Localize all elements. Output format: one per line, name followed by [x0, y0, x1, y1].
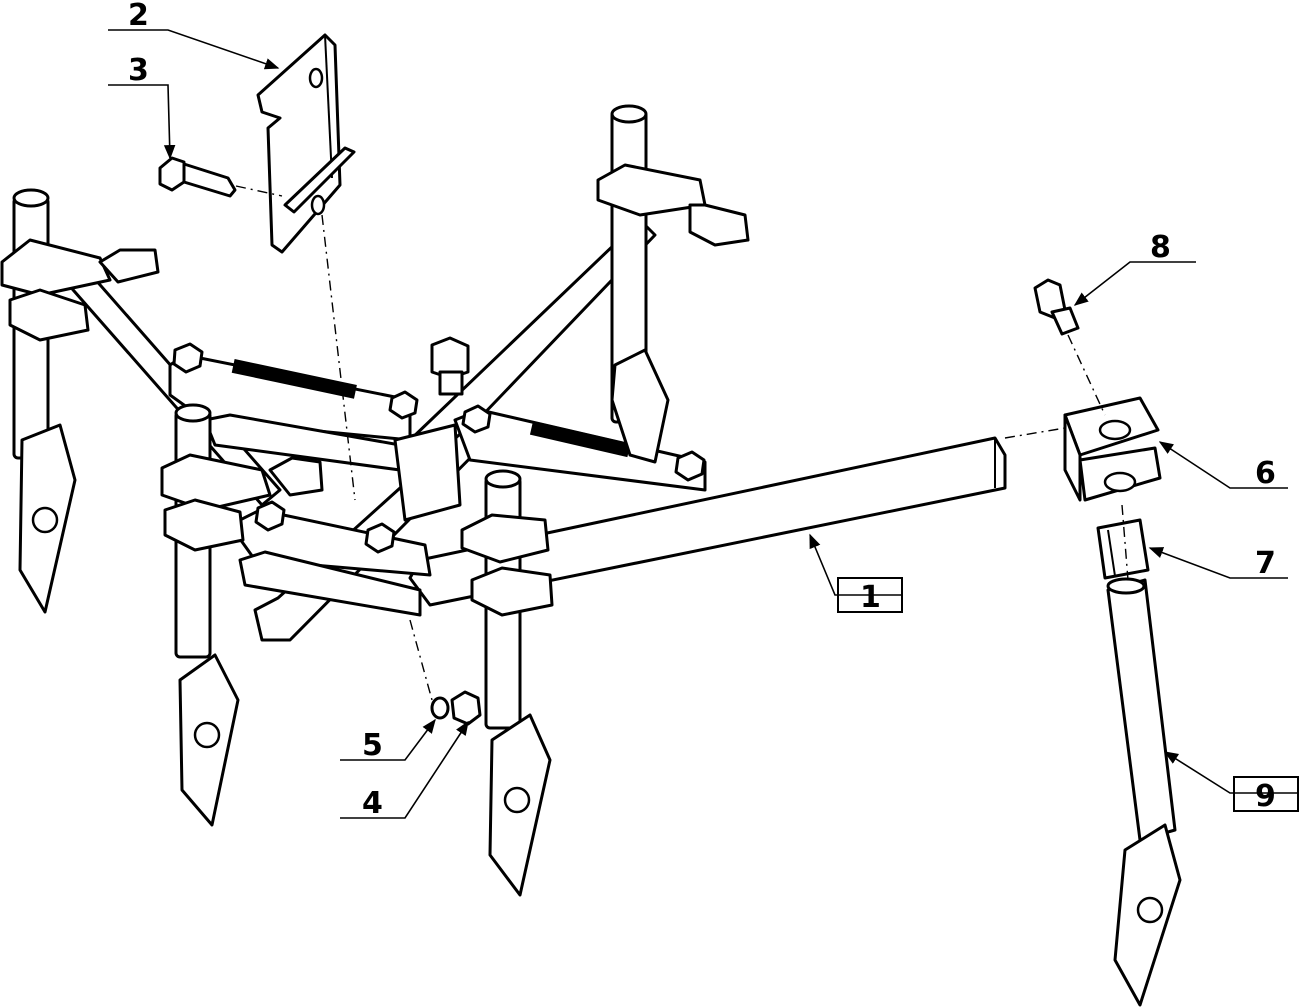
callout-1-box: [837, 577, 903, 613]
callout-7: 7: [1255, 546, 1276, 581]
tine-back-left: [0, 188, 160, 614]
leader-lines: [108, 29, 1298, 819]
frame-nuts: [172, 336, 706, 554]
part-3-bolt: [158, 156, 237, 198]
part-9-tine: [1106, 577, 1182, 1007]
part-7-bushing: [1096, 518, 1150, 580]
part-4-5-nut-washer: [430, 690, 482, 726]
tine-front-center: [460, 469, 554, 897]
tine-front-left: [160, 403, 324, 827]
callout-3: 3: [128, 53, 149, 88]
callout-4: 4: [362, 786, 383, 821]
callout-5: 5: [362, 728, 383, 763]
callout-6: 6: [1255, 456, 1276, 491]
callout-8: 8: [1150, 230, 1171, 265]
part-8-fitting: [1033, 278, 1080, 336]
part-2-plate: [256, 33, 356, 254]
callout-9: 9: [1255, 779, 1276, 814]
frame-assembly: [58, 218, 1007, 642]
callout-1: 1: [860, 580, 881, 615]
tine-back-right: [596, 104, 750, 464]
callout-9-box: [1233, 776, 1299, 812]
callouts: 2 3 8 6 7 5 4 1 9: [128, 0, 1299, 821]
callout-2: 2: [128, 0, 149, 33]
part-6-bracket: [1063, 396, 1162, 502]
center-lines: [235, 185, 1129, 701]
